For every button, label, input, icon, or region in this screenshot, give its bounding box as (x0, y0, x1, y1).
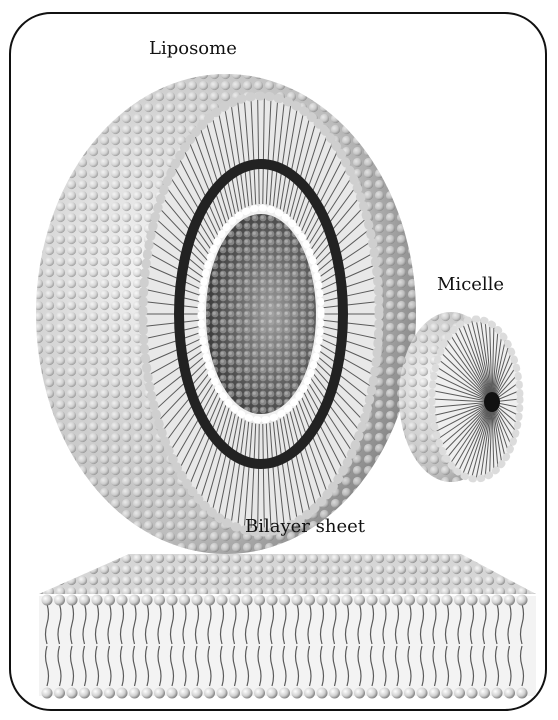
micelle-label: Micelle (437, 274, 504, 295)
liposome-label: Liposome (149, 38, 237, 59)
micelle-illustration (399, 312, 520, 482)
bilayer-sheet-label: Bilayer sheet (245, 516, 365, 537)
diagram-canvas (11, 14, 547, 711)
bilayer-sheet-illustration (39, 554, 536, 699)
liposome-illustration (36, 74, 416, 554)
figure-frame: Liposome Micelle Bilayer sheet (9, 12, 547, 711)
